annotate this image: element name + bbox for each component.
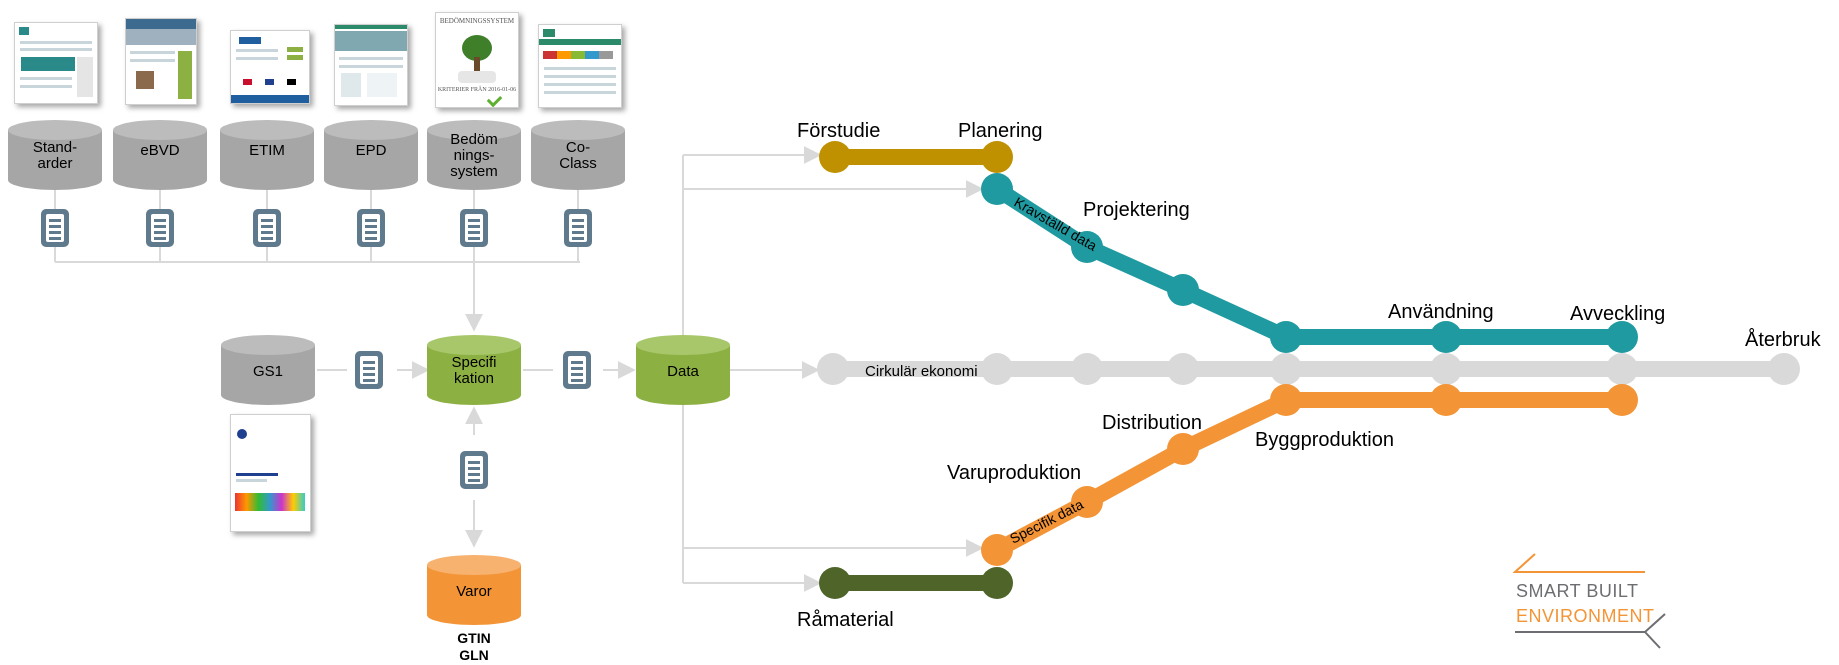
db-varor: Varor xyxy=(427,555,521,625)
station-varuproduktion xyxy=(981,534,1013,566)
station xyxy=(1167,274,1199,306)
db-coclass: Co-Class xyxy=(531,120,625,190)
label-ramaterial: Råmaterial xyxy=(797,609,894,631)
source-connectors xyxy=(54,181,636,548)
thumbnail-coclass xyxy=(538,24,622,108)
db-label: Co-Class xyxy=(559,139,597,172)
text-line: Stand- xyxy=(33,139,77,156)
db-label: eBVD xyxy=(140,142,179,159)
logo-line-1: SMART BUILT xyxy=(1516,581,1639,601)
station-avveckling xyxy=(1606,321,1638,353)
db-ebvd: eBVD xyxy=(113,120,207,190)
db-label: ETIM xyxy=(249,142,285,159)
text-line: kation xyxy=(454,370,494,387)
label-anvandning: Användning xyxy=(1388,301,1494,323)
label-distribution: Distribution xyxy=(1102,412,1202,434)
db-label: GS1 xyxy=(253,363,283,380)
identifier-gtin: GTIN xyxy=(457,630,490,646)
station xyxy=(1430,353,1462,385)
label-planering: Planering xyxy=(958,120,1043,142)
identifier-gln: GLN xyxy=(459,647,489,663)
document-icon xyxy=(460,209,488,247)
station xyxy=(981,353,1013,385)
text-line: Class xyxy=(559,155,597,172)
station-aterbruk xyxy=(1768,353,1800,385)
text-line: Co- xyxy=(566,139,590,156)
label-cirkular-ekonomi: Cirkulär ekonomi xyxy=(865,363,978,380)
station xyxy=(1167,353,1199,385)
document-icon xyxy=(41,209,69,247)
station-anvandning xyxy=(1430,321,1462,353)
station-distribution xyxy=(1167,433,1199,465)
document-icon xyxy=(563,351,591,389)
db-label: Stand-arder xyxy=(33,139,77,172)
text-line: Specifi xyxy=(451,354,496,371)
station-planering-teal xyxy=(981,173,1013,205)
db-etim: ETIM xyxy=(220,120,314,190)
text-line: system xyxy=(450,163,498,180)
station xyxy=(1071,353,1103,385)
db-epd: EPD xyxy=(324,120,418,190)
station-ramaterial-end xyxy=(981,567,1013,599)
label-forstudie: Förstudie xyxy=(797,120,880,142)
station xyxy=(1430,384,1462,416)
document-icon xyxy=(253,209,281,247)
db-label: EPD xyxy=(356,142,387,159)
document-icon xyxy=(357,209,385,247)
station xyxy=(1270,321,1302,353)
document-icon xyxy=(355,351,383,389)
text-line: nings- xyxy=(454,147,495,164)
station-projektering xyxy=(1071,231,1103,263)
station xyxy=(1606,353,1638,385)
station-planering xyxy=(981,141,1013,173)
smart-built-environment-logo: SMART BUILT ENVIRONMENT xyxy=(1512,553,1666,649)
thumbnail-bedomningssystem: BEDÖMNINGSSYSTEM KRITERIER FRÅN 2016-01-… xyxy=(435,12,519,108)
thumbnail-gs1 xyxy=(230,414,311,532)
thumbnail-footer: KRITERIER FRÅN 2016-01-06 xyxy=(437,87,517,93)
document-icon xyxy=(564,209,592,247)
thumbnail-epd xyxy=(334,24,408,106)
label-varuproduktion: Varuproduktion xyxy=(947,462,1081,484)
station xyxy=(1606,384,1638,416)
thumbnail-standarder xyxy=(14,22,98,104)
label-byggproduktion: Byggproduktion xyxy=(1255,429,1394,451)
label-specifik-data: Specifik data xyxy=(1007,496,1086,547)
text-line: arder xyxy=(37,155,72,172)
db-label: Data xyxy=(667,363,699,380)
thumbnail-title: BEDÖMNINGSSYSTEM xyxy=(439,17,515,25)
document-icon xyxy=(460,451,488,489)
station-forstudie xyxy=(819,141,851,173)
thumbnail-ebvd xyxy=(125,18,197,105)
label-projektering: Projektering xyxy=(1083,199,1190,221)
label-avveckling: Avveckling xyxy=(1570,303,1665,325)
db-data: Data xyxy=(636,335,730,405)
db-gs1: GS1 xyxy=(221,335,315,405)
teal-line xyxy=(989,181,1630,345)
text-line: Bedöm xyxy=(450,131,498,148)
logo-line-2: ENVIRONMENT xyxy=(1516,606,1655,626)
station xyxy=(1270,353,1302,385)
station-cirkular-start xyxy=(817,353,849,385)
station-byggproduktion xyxy=(1270,384,1302,416)
thumbnail-etim xyxy=(230,30,310,104)
orange-line xyxy=(989,392,1630,558)
label-aterbruk: Återbruk xyxy=(1745,328,1822,351)
db-standarder: Stand-arder xyxy=(8,120,102,190)
station xyxy=(1071,486,1103,518)
station-ramaterial xyxy=(819,567,851,599)
document-icon xyxy=(146,209,174,247)
db-label: Varor xyxy=(456,583,492,600)
stations xyxy=(817,141,1800,599)
